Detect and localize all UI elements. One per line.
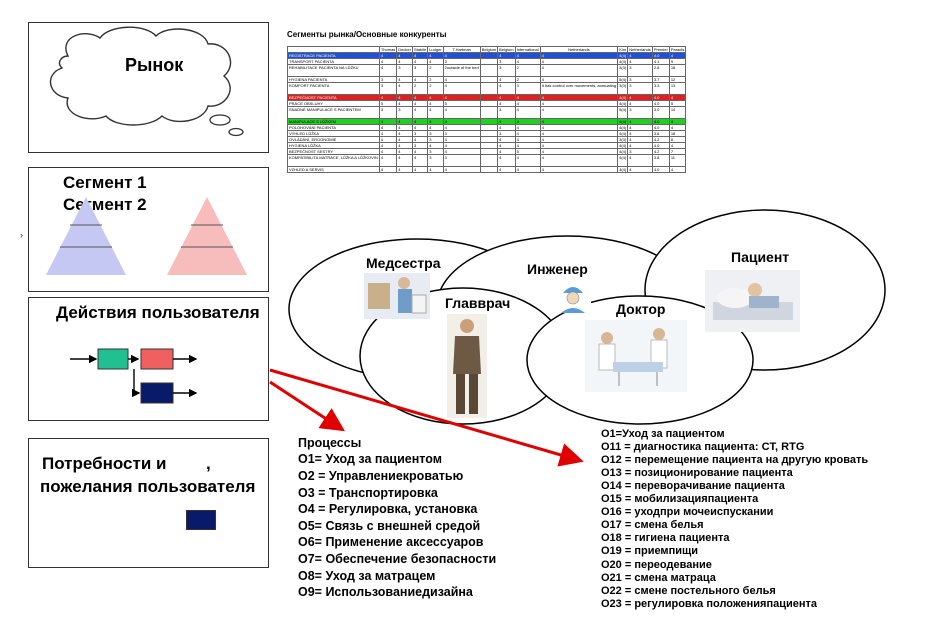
table-cell: 4(4) [617, 166, 629, 173]
operation-item: О11 = диагностика пациента: CT, RTG [601, 441, 805, 453]
segment-pyramids [46, 197, 247, 275]
table-title: Сегменты рынка/Основные конкуренты [287, 30, 447, 39]
operation-item: О19 = приемпищи [601, 545, 699, 557]
role-patient: Пациент [731, 249, 790, 265]
operation-item: О17 = смена белья [601, 519, 704, 531]
doctor-photo [585, 320, 687, 392]
operation-item: О18 = гигиена пациента [601, 532, 730, 544]
process-item: О2 = Управлениекроватью [298, 469, 464, 483]
table-cell: 4.0 [651, 166, 670, 173]
market-label: Рынок [125, 55, 184, 75]
needs-navy-box [186, 510, 216, 530]
operation-item: О15 = мобилизацияпациента [601, 493, 759, 505]
nurse-photo [364, 273, 430, 319]
role-doctor: Доктор [616, 301, 666, 317]
thought-cloud-icon [50, 26, 244, 137]
process-item: О4 = Регулировка, установка [298, 502, 478, 516]
process-item: О6= Применение аксессуаров [298, 535, 484, 549]
processes-title: Процессы [298, 436, 362, 450]
process-item: О1= Уход за пациентом [298, 452, 442, 466]
head-doctor-photo [447, 314, 487, 418]
process-item: О7= Обеспечение безопасности [298, 552, 497, 566]
needs-label-line2: пожелания пользователя [40, 477, 256, 496]
needs-label-comma: , [206, 454, 211, 473]
table-cell: 4 [427, 166, 444, 173]
patient-photo [705, 270, 800, 332]
process-item: О3 = Транспортировка [298, 486, 438, 500]
needs-label-line1: Потребности и [42, 454, 167, 473]
table-cell: 4 [668, 166, 687, 173]
role-engineer: Инженер [527, 261, 588, 277]
operation-item: О22 = смене постельного белья [601, 585, 776, 597]
operation-item: О13 = позиционирование пациента [601, 467, 793, 479]
table-cell: 4 [378, 154, 398, 167]
role-nurse: Медсестра [366, 255, 441, 271]
operation-item: О23 = регулировка положенияпациента [601, 598, 818, 610]
process-item: О9= Использованиедизайна [298, 585, 473, 599]
process-item: О5= Связь с внешней средой [298, 519, 481, 533]
actions-label: Действия пользователя [56, 303, 260, 322]
role-head: Главврач [445, 295, 511, 311]
arrow-to-operations [269, 368, 584, 467]
segment-1-label: Сегмент 1 [63, 173, 147, 192]
operation-item: О12 = перемещение пациента на другую кро… [601, 454, 869, 466]
operation-item: О21 = смена матраца [601, 572, 716, 584]
operation-item: О14 = переворачивание пациента [601, 480, 785, 492]
action-flow-diagram [70, 348, 198, 404]
arrow-to-processes [269, 380, 346, 432]
process-item: О8= Уход за матрацем [298, 569, 436, 583]
engineer-photo [555, 279, 591, 313]
segment-pyramid-red [167, 197, 247, 275]
operation-item: О1=Уход за пациентом [601, 428, 725, 440]
operation-item: О16 = уходпри мочеиспускании [601, 506, 774, 518]
needs-box [28, 438, 269, 568]
segment-pyramid-blue [46, 197, 126, 275]
table-cell: 4 [378, 166, 398, 173]
table-cell: 4 [497, 166, 516, 173]
operation-item: О20 = переодевание [601, 559, 712, 571]
